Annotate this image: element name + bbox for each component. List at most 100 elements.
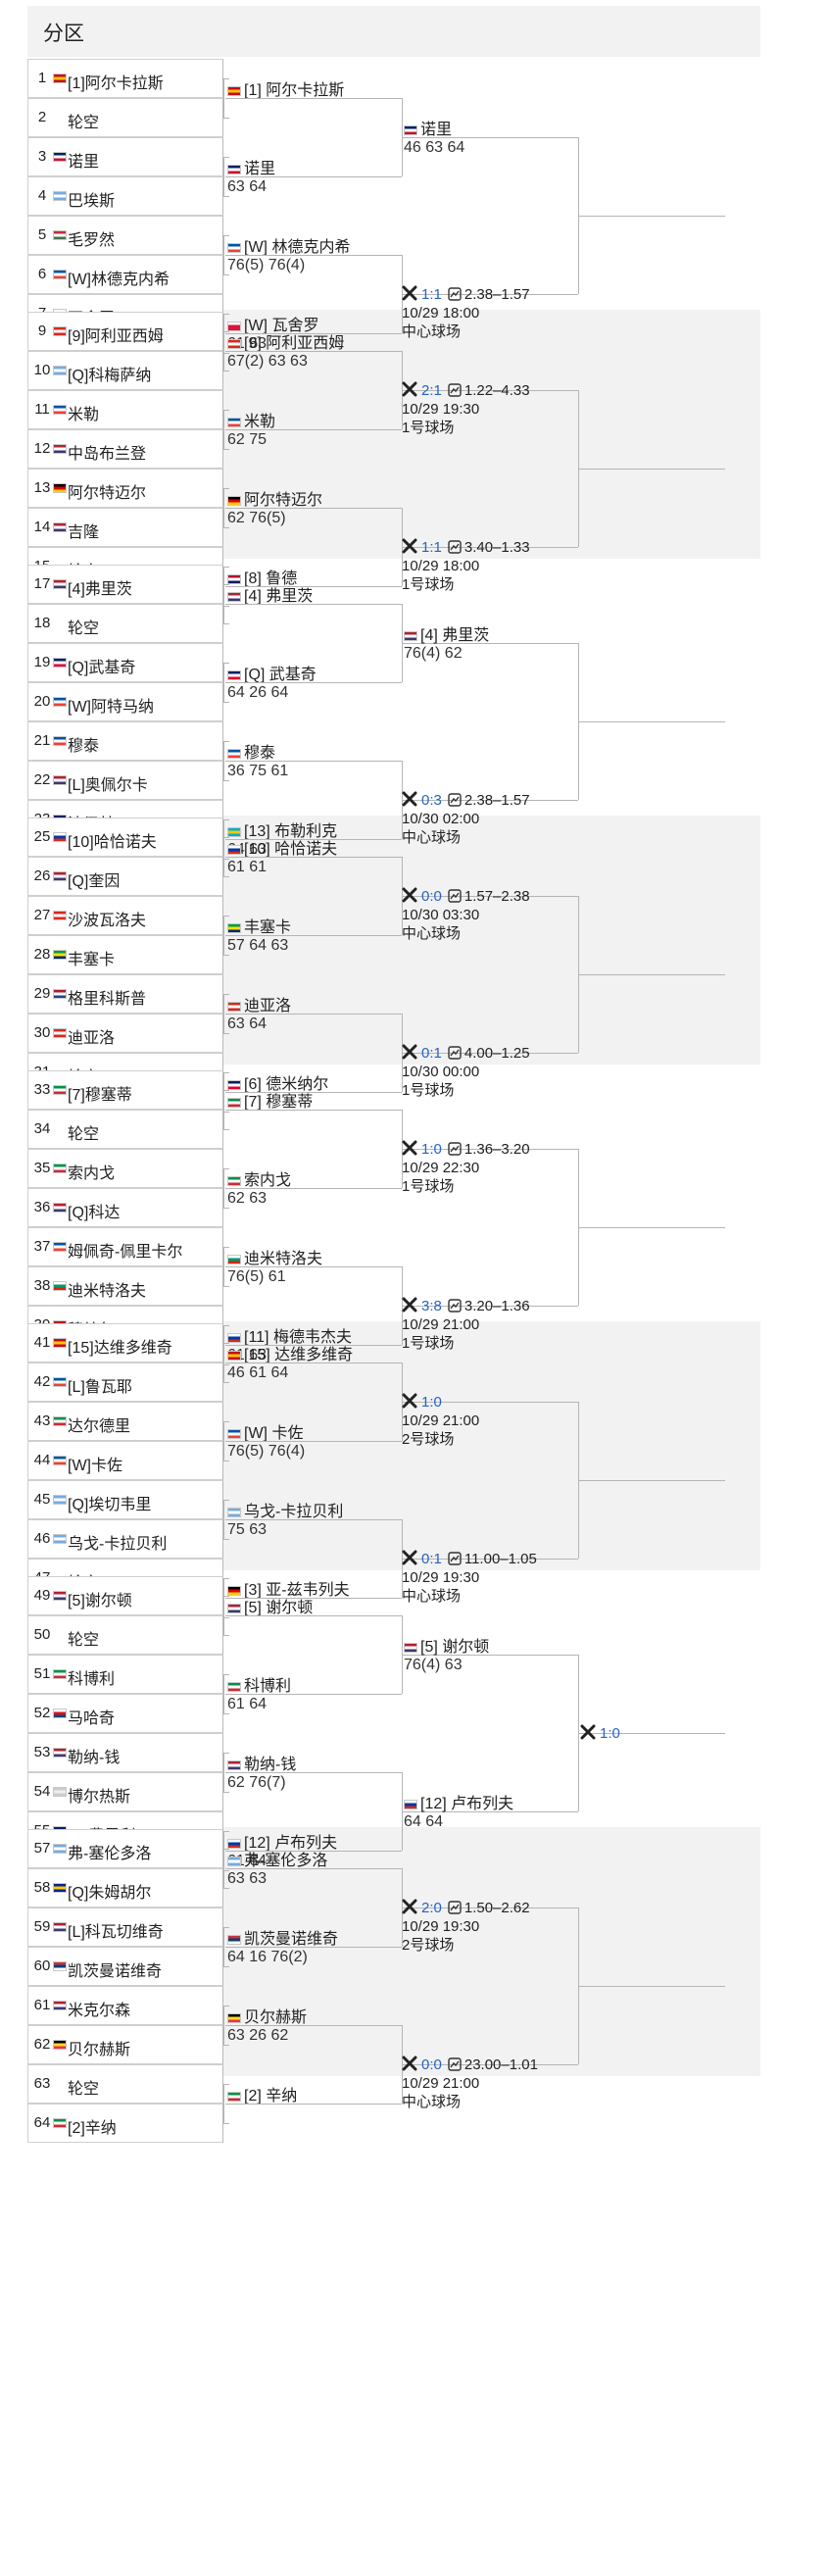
h2h-record[interactable]: 0:1 bbox=[421, 1045, 442, 1062]
draw-row[interactable]: 20[W]阿特马纳 bbox=[27, 682, 223, 721]
h2h-record[interactable]: 2:0 bbox=[421, 1900, 442, 1916]
h2h-record[interactable]: 1:0 bbox=[421, 1394, 442, 1411]
fourth-round-match[interactable]: 1:0 bbox=[580, 1724, 620, 1743]
draw-row[interactable]: 26[Q]奎因 bbox=[27, 857, 223, 896]
draw-row[interactable]: 64[2]辛纳 bbox=[27, 2104, 223, 2143]
h2h-record[interactable]: 2:1 bbox=[421, 382, 442, 399]
second-round-entry[interactable]: [W] 卡佐 bbox=[227, 1419, 303, 1443]
draw-row[interactable]: 36[Q]科达 bbox=[27, 1188, 223, 1227]
h2h-record[interactable]: 1:0 bbox=[421, 1141, 442, 1158]
draw-row[interactable]: 6[W]林德克内希 bbox=[27, 255, 223, 294]
second-round-entry[interactable]: [9] 阿利亚西姆 bbox=[227, 329, 344, 353]
second-round-entry[interactable]: [W] 瓦舍罗 bbox=[227, 312, 318, 335]
third-round-entry[interactable]: [5] 谢尔顿 bbox=[404, 1633, 489, 1657]
draw-row[interactable]: 22[L]奥佩尔卡 bbox=[27, 761, 223, 800]
second-round-entry[interactable]: [1] 阿尔卡拉斯 bbox=[227, 76, 344, 100]
draw-row[interactable]: 19[Q]武基奇 bbox=[27, 643, 223, 682]
third-round-entry[interactable]: [12] 卢布列夫 bbox=[404, 1790, 513, 1813]
second-round-entry[interactable]: 米勒 bbox=[227, 408, 275, 431]
third-round-entry[interactable]: [4] 弗里茨 bbox=[404, 621, 489, 645]
draw-row[interactable]: 58[Q]朱姆胡尔 bbox=[27, 1868, 223, 1907]
h2h-record[interactable]: 0:3 bbox=[421, 792, 442, 809]
second-round-entry[interactable]: 勒纳-钱 bbox=[227, 1751, 296, 1774]
second-round-entry[interactable]: [2] 辛纳 bbox=[227, 2082, 297, 2105]
second-round-entry[interactable]: 弗-塞伦多洛 bbox=[227, 1847, 327, 1870]
second-round-entry[interactable]: 迪米特洛夫 bbox=[227, 1245, 322, 1268]
second-round-entry[interactable]: 贝尔赫斯 bbox=[227, 2004, 307, 2027]
second-round-entry[interactable]: 阿尔特迈尔 bbox=[227, 486, 322, 510]
second-round-entry[interactable]: [11] 梅德韦杰夫 bbox=[227, 1323, 352, 1347]
second-round-entry[interactable]: 凯茨曼诺维奇 bbox=[227, 1925, 338, 1949]
second-round-entry[interactable]: 乌戈-卡拉贝利 bbox=[227, 1498, 343, 1521]
second-round-entry[interactable]: [W] 林德克内希 bbox=[227, 233, 350, 257]
draw-row[interactable]: 9[9]阿利亚西姆 bbox=[27, 312, 223, 351]
draw-row[interactable]: 1[1]阿尔卡拉斯 bbox=[27, 59, 223, 98]
draw-row[interactable]: 44[W]卡佐 bbox=[27, 1441, 223, 1480]
second-round-entry[interactable]: [13] 布勒利克 bbox=[227, 817, 337, 841]
draw-row[interactable]: 33[7]穆塞蒂 bbox=[27, 1070, 223, 1110]
draw-row[interactable]: 10[Q]科梅萨纳 bbox=[27, 351, 223, 390]
h2h-record[interactable]: 3:8 bbox=[421, 1298, 442, 1314]
second-round-entry[interactable]: [15] 达维多维奇 bbox=[227, 1341, 353, 1364]
second-round-entry[interactable]: [7] 穆塞蒂 bbox=[227, 1088, 313, 1112]
second-round-entry[interactable]: 诺里 bbox=[227, 155, 275, 178]
draw-row[interactable]: 41[15]达维多维奇 bbox=[27, 1323, 223, 1362]
h2h-record[interactable]: 0:0 bbox=[421, 2056, 442, 2073]
second-round-entry[interactable]: 索内戈 bbox=[227, 1166, 291, 1190]
second-round-entry[interactable]: [5] 谢尔顿 bbox=[227, 1594, 313, 1617]
second-round-entry[interactable]: [Q] 武基奇 bbox=[227, 661, 317, 684]
h2h-record[interactable]: 1:1 bbox=[421, 539, 442, 556]
second-round-entry[interactable]: [12] 卢布列夫 bbox=[227, 1829, 337, 1853]
third-round-entry[interactable]: 诺里 bbox=[404, 116, 452, 139]
draw-row[interactable]: 45[Q]埃切韦里 bbox=[27, 1480, 223, 1519]
h2h-record[interactable]: 1:0 bbox=[600, 1725, 620, 1742]
second-round-entry[interactable]: [10] 哈恰诺夫 bbox=[227, 835, 337, 859]
draw-row[interactable]: 59[L]科瓦切维奇 bbox=[27, 1907, 223, 1947]
second-round-entry[interactable]: 迪亚洛 bbox=[227, 992, 291, 1016]
second-round-entry[interactable]: [3] 亚-兹韦列夫 bbox=[227, 1576, 350, 1600]
second-round-entry[interactable]: [6] 德米纳尔 bbox=[227, 1070, 328, 1094]
draw-row[interactable]: 42[L]鲁瓦耶 bbox=[27, 1362, 223, 1402]
second-round-entry[interactable]: 穆泰 bbox=[227, 739, 275, 763]
second-round-entry[interactable]: [8] 鲁德 bbox=[227, 565, 297, 588]
h2h-record[interactable]: 0:1 bbox=[421, 1551, 442, 1567]
draw-row[interactable]: 17[4]弗里茨 bbox=[27, 565, 223, 604]
second-round-entry[interactable]: 丰塞卡 bbox=[227, 914, 291, 937]
